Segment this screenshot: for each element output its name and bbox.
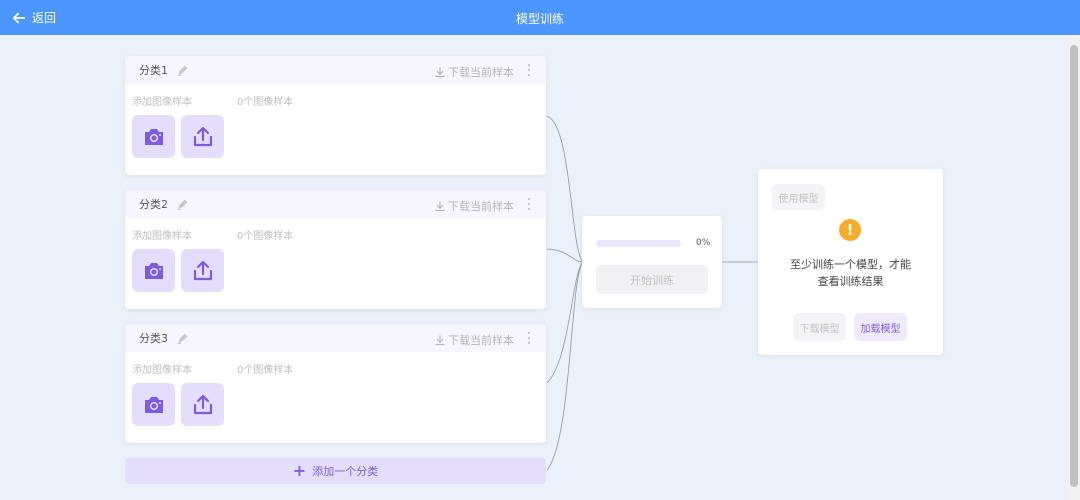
webcam-button[interactable] xyxy=(132,115,175,158)
add-samples-label: 添加图像样本 xyxy=(132,231,192,242)
training-progress-bar xyxy=(596,240,681,247)
start-training-button[interactable]: 开始训练 xyxy=(596,265,708,294)
category-header: 分类3 下载当前样本 xyxy=(125,324,546,352)
training-progress-label: 0% xyxy=(696,238,711,248)
upload-icon xyxy=(193,394,212,414)
category-name: 分类1 xyxy=(139,64,168,77)
category-card-2: 分类2 下载当前样本 添加图像样本 0个图像样本 xyxy=(125,190,546,309)
pencil-icon[interactable] xyxy=(176,63,190,77)
result-panel: 使用模型 ! 至少训练一个模型，才能 查看训练结果 下载模型 加载模型 xyxy=(758,169,943,355)
scrollbar[interactable] xyxy=(1068,35,1080,500)
use-model-button[interactable]: 使用模型 xyxy=(772,184,825,210)
webcam-button[interactable] xyxy=(132,249,175,292)
upload-button[interactable] xyxy=(181,115,224,158)
download-samples-button[interactable]: 下载当前样本 xyxy=(434,198,514,214)
download-icon xyxy=(435,67,445,78)
category-card-1: 分类1 下载当前样本 添加图像样本 0个图像样本 xyxy=(125,56,546,175)
more-vertical-icon[interactable] xyxy=(526,197,532,211)
category-header: 分类1 下载当前样本 xyxy=(125,56,546,84)
category-name: 分类3 xyxy=(139,332,168,345)
add-category-button[interactable]: + 添加一个分类 xyxy=(125,458,546,484)
wire-category-2 xyxy=(546,248,584,263)
wire-add-category xyxy=(546,261,584,471)
wire-category-1 xyxy=(546,115,584,263)
sample-count: 0个图像样本 xyxy=(237,231,294,242)
more-vertical-icon[interactable] xyxy=(526,63,532,77)
back-label: 返回 xyxy=(32,11,57,25)
add-samples-label: 添加图像样本 xyxy=(132,97,192,108)
camera-icon xyxy=(144,262,163,279)
pencil-icon[interactable] xyxy=(176,197,190,211)
category-card-3: 分类3 下载当前样本 添加图像样本 0个图像样本 xyxy=(125,324,546,443)
upload-icon xyxy=(193,126,212,146)
add-category-label: 添加一个分类 xyxy=(312,465,379,478)
download-icon xyxy=(435,335,445,346)
camera-icon xyxy=(144,128,163,145)
webcam-button[interactable] xyxy=(132,383,175,426)
category-name: 分类2 xyxy=(139,198,168,211)
camera-icon xyxy=(144,396,163,413)
download-model-button[interactable]: 下载模型 xyxy=(793,313,846,341)
add-samples-label: 添加图像样本 xyxy=(132,365,192,376)
upload-button[interactable] xyxy=(181,383,224,426)
arrow-left-icon xyxy=(12,12,26,23)
load-model-button[interactable]: 加载模型 xyxy=(854,313,907,341)
more-vertical-icon[interactable] xyxy=(526,331,532,345)
top-bar: 返回 模型训练 xyxy=(0,0,1080,35)
result-message: 至少训练一个模型，才能 查看训练结果 xyxy=(790,258,911,288)
sample-count: 0个图像样本 xyxy=(237,97,294,108)
plus-icon: + xyxy=(292,461,307,480)
category-header: 分类2 下载当前样本 xyxy=(125,190,546,218)
back-button[interactable]: 返回 xyxy=(12,9,56,26)
sample-count: 0个图像样本 xyxy=(237,365,294,376)
download-samples-button[interactable]: 下载当前样本 xyxy=(434,64,514,80)
wire-category-3 xyxy=(546,261,584,384)
warning-icon: ! xyxy=(839,219,861,241)
pencil-icon[interactable] xyxy=(176,331,190,345)
page-title: 模型训练 xyxy=(515,12,564,26)
upload-icon xyxy=(193,260,212,280)
download-icon xyxy=(435,201,445,212)
upload-button[interactable] xyxy=(181,249,224,292)
training-panel: 0% 开始训练 xyxy=(582,216,722,308)
download-samples-button[interactable]: 下载当前样本 xyxy=(434,332,514,348)
scrollbar-thumb[interactable] xyxy=(1070,45,1078,487)
